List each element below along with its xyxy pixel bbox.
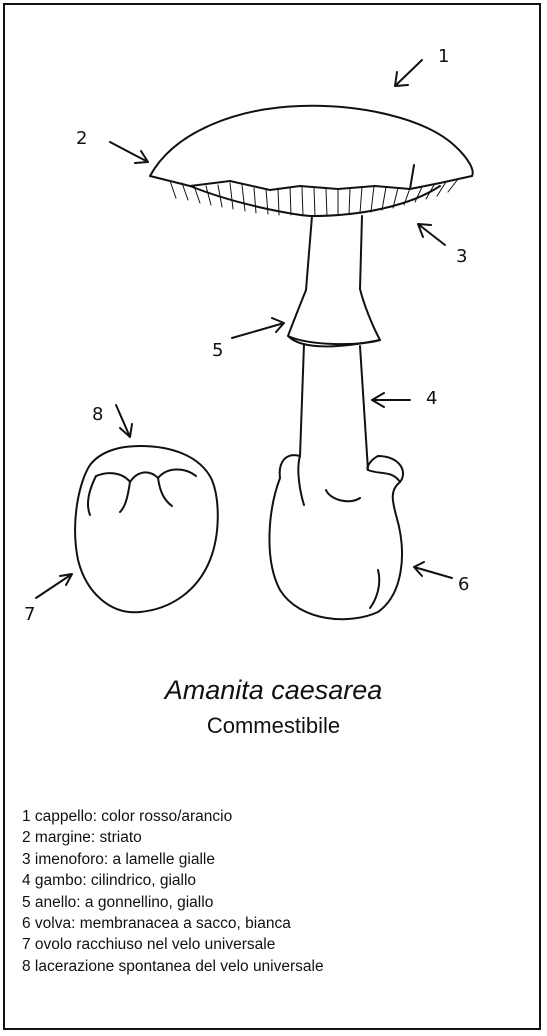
arrow-2-margin [110,142,148,163]
volva-lip [368,470,400,482]
cap-margin [150,176,472,190]
arrow-7-egg [36,574,72,598]
legend-item: 7 ovolo racchiuso nel velo universale [22,934,324,955]
species-name: Amanita caesarea [0,675,547,706]
volva-fold [298,456,379,608]
egg-outline [75,446,218,612]
cap-tear [410,165,414,189]
legend-item: 8 lacerazione spontanea del velo univers… [22,956,324,977]
legend-item: 6 volva: membranacea a sacco, bianca [22,913,324,934]
cap-outline [150,106,473,176]
label-6: 6 [458,574,469,595]
label-8: 8 [92,404,103,425]
stem-upper [306,216,362,290]
egg-tear [88,470,196,516]
legend-item: 2 margine: striato [22,827,324,848]
label-4: 4 [426,388,437,409]
label-2: 2 [76,128,87,149]
legend-item: 1 cappello: color rosso/arancio [22,806,324,827]
gill-lines [170,179,458,216]
arrow-4-stem [372,393,410,407]
arrow-6-volva [414,562,452,578]
label-5: 5 [212,340,223,361]
label-3: 3 [456,246,467,267]
stem-lower [300,344,368,470]
volva [269,455,403,619]
edibility-label: Commestibile [0,713,547,739]
arrow-3-gills [418,224,445,245]
mushroom-illustration: 1 2 3 4 5 6 7 8 [0,0,547,660]
arrow-5-ring [232,318,284,338]
label-7: 7 [24,604,35,625]
legend-item: 3 imenoforo: a lamelle gialle [22,849,324,870]
label-1: 1 [438,46,449,67]
legend-item: 5 anello: a gonnellino, giallo [22,892,324,913]
legend-list: 1 cappello: color rosso/arancio 2 margin… [22,806,324,977]
arrow-8-tear [116,405,132,437]
ring [288,289,380,344]
arrow-1-cap [395,60,422,86]
legend-item: 4 gambo: cilindrico, giallo [22,870,324,891]
